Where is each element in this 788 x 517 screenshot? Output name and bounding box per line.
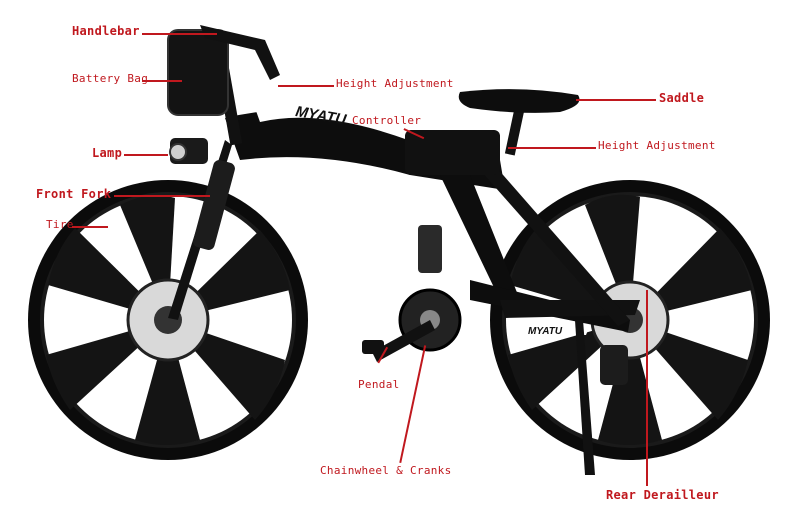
leader-lamp xyxy=(124,154,168,156)
leader-front-fork xyxy=(114,195,210,197)
battery-bag-shape xyxy=(167,29,229,116)
front-wheel xyxy=(28,180,308,460)
leader-saddle xyxy=(576,99,656,101)
label-handlebar: Handlebar xyxy=(72,24,140,38)
label-battery-bag: Battery Bag xyxy=(72,72,149,85)
leader-handlebar xyxy=(142,33,217,35)
kickstand xyxy=(575,320,595,475)
brand-logo-stay: MYATU xyxy=(528,326,563,337)
leader-tire xyxy=(72,226,108,228)
seat-post xyxy=(504,104,526,156)
label-front-fork: Front Fork xyxy=(36,187,112,201)
label-rear-derailleur: Rear Derailleur xyxy=(606,488,719,502)
label-lamp: Lamp xyxy=(92,146,123,160)
rear-shock xyxy=(418,225,442,273)
lamp-shape xyxy=(169,138,208,164)
leader-height-adjustment-seat xyxy=(508,147,596,149)
rear-derailleur-shape xyxy=(600,345,628,385)
leader-height-adjustment-front xyxy=(278,85,334,87)
label-chainwheel-cranks: Chainwheel & Cranks xyxy=(320,464,452,477)
chainwheel-shape xyxy=(362,288,462,362)
label-saddle: Saddle xyxy=(659,91,705,105)
label-controller: Controller xyxy=(352,114,422,127)
leader-rear-derailleur xyxy=(646,290,648,486)
saddle-shape xyxy=(458,89,580,113)
handlebar-shape xyxy=(200,25,280,80)
leader-battery-bag xyxy=(142,80,182,82)
label-pendal: Pendal xyxy=(358,378,400,391)
label-height-adjustment-front: Height Adjustment xyxy=(336,77,454,90)
controller-battery xyxy=(405,130,500,175)
label-height-adjustment-seat: Height Adjustment xyxy=(598,139,716,152)
label-tire: Tire xyxy=(46,218,74,231)
front-fork xyxy=(168,140,235,320)
